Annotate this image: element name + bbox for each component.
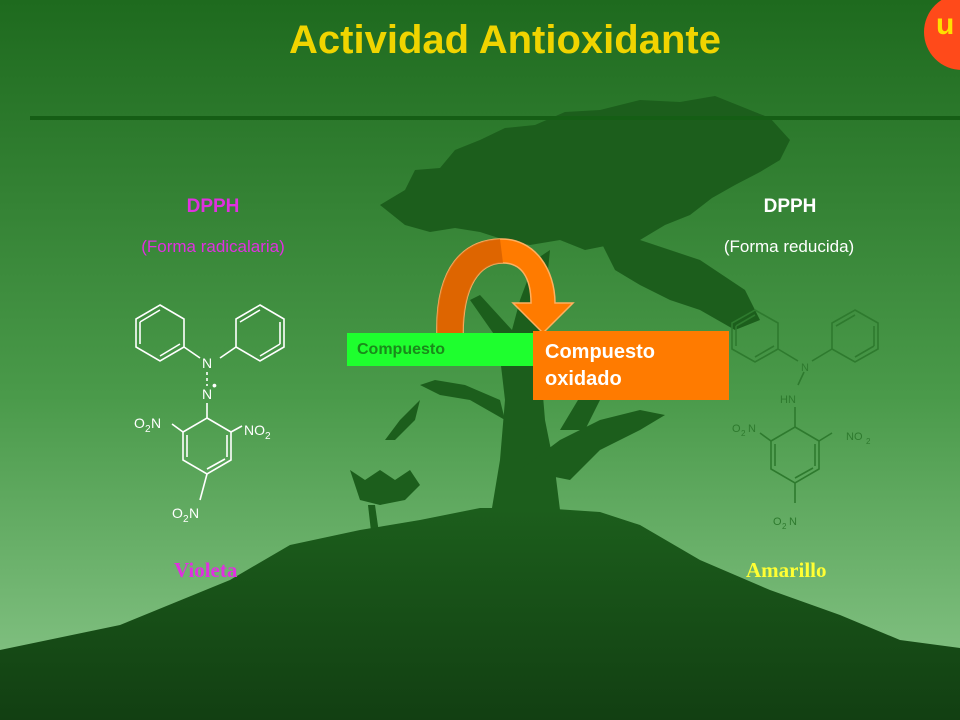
oxidized-compound-box: Compuesto oxidado [533, 331, 729, 400]
logo-letter: u [936, 8, 955, 41]
right-heading: DPPH [763, 196, 817, 217]
atom-o2n-bottom-o: O [773, 516, 782, 528]
reaction-arrow [436, 238, 575, 336]
oxidized-label-line1: Compuesto [545, 341, 655, 363]
slide-title: Actividad Antioxidante [289, 18, 721, 62]
dpph-radical-structure: N N • O 2 N NO 2 O 2 N [134, 304, 285, 525]
atom-hn: HN [780, 394, 796, 406]
right-subheading: (Forma reducida) [723, 237, 855, 256]
atom-o2n-left-2: 2 [741, 429, 746, 438]
atom-n1: N [202, 355, 212, 371]
atom-o2n-bottom-2: 2 [183, 514, 189, 525]
radical-dot: • [212, 377, 217, 393]
left-color-label: Violeta [174, 558, 238, 582]
atom-o2n-bottom-2: 2 [782, 522, 787, 531]
compound-label: Compuesto [357, 341, 445, 358]
atom-n2: N [202, 386, 212, 402]
atom-o2n-bottom-n: N [789, 516, 797, 528]
atom-o2n-left-2: 2 [145, 424, 151, 435]
right-color-label: Amarillo [746, 558, 827, 582]
atom-n: N [801, 362, 809, 374]
oxidized-label-line2: oxidado [545, 368, 622, 390]
atom-o2n-bottom-o: O [172, 505, 183, 521]
atom-o2n-left-o: O [732, 423, 741, 435]
atom-o2n-bottom-n: N [189, 505, 199, 521]
atom-o2n-left-n: N [748, 423, 756, 435]
dpph-reduced-structure: N HN O 2 N NO 2 O 2 N [731, 309, 879, 531]
atom-no2-o: NO [846, 431, 863, 443]
atom-no2-o: NO [244, 422, 265, 438]
title-divider [30, 116, 960, 120]
atom-no2-2: 2 [265, 431, 271, 442]
left-subheading: (Forma radicalaria) [141, 237, 285, 256]
atom-o2n-left-o: O [134, 415, 145, 431]
tree-silhouette [0, 96, 960, 720]
compound-box: Compuesto [347, 333, 537, 366]
atom-o2n-left-n: N [151, 415, 161, 431]
left-heading: DPPH [186, 196, 240, 217]
atom-no2-2: 2 [866, 437, 871, 446]
